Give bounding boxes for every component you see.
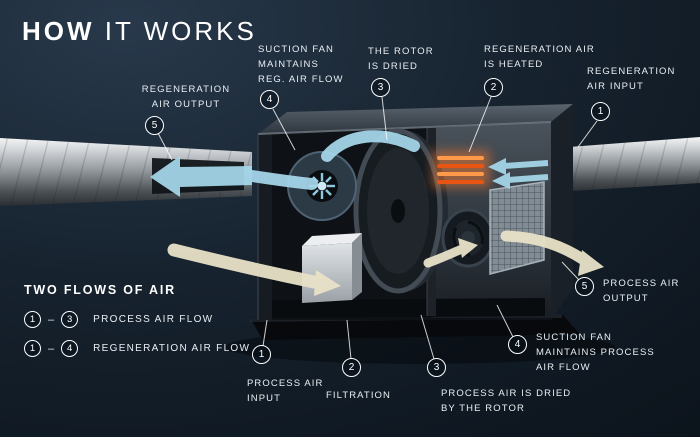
title-word-how: HOW	[22, 16, 95, 46]
legend-label-regeneration: REGENERATION AIR FLOW	[93, 343, 251, 354]
badge-filtration-2: 2	[342, 358, 361, 377]
heater	[432, 150, 490, 188]
label-process-air-output: PROCESS AIR OUTPUT	[603, 278, 680, 305]
badge-suction-reg-4: 4	[260, 90, 279, 109]
reg-output-arrow	[150, 156, 252, 197]
desiccant-rotor	[353, 128, 448, 294]
legend-badge-1: 1	[24, 311, 41, 328]
legend-dash: –	[48, 313, 55, 326]
badge-process-output-5: 5	[575, 277, 594, 296]
badge-rotor-dried-3: 3	[371, 78, 390, 97]
label-rotor-is-dried: THE ROTOR IS DRIED	[368, 46, 434, 73]
leader-lines	[157, 96, 598, 360]
label-regeneration-air-input: REGENERATION AIR INPUT	[587, 66, 676, 93]
label-process-air-dried: PROCESS AIR IS DRIED BY THE ROTOR	[441, 388, 572, 415]
legend-title: TWO FLOWS OF AIR	[24, 283, 176, 297]
badge-reg-input-1: 1	[591, 102, 610, 121]
badge-process-input-1: 1	[252, 345, 271, 364]
cabinet-right-side	[551, 104, 573, 320]
cabinet-left-wall	[258, 133, 272, 320]
regeneration-air-flow-arrows	[150, 130, 549, 197]
badge-suction-process-4: 4	[508, 335, 527, 354]
title-words-it-works: IT WORKS	[104, 16, 257, 46]
regeneration-fan	[287, 151, 357, 221]
air-filter	[489, 181, 545, 275]
label-suction-fan-process: SUCTION FAN MAINTAINS PROCESS AIR FLOW	[536, 332, 655, 374]
badge-air-heated-2: 2	[484, 78, 503, 97]
right-duct	[556, 137, 700, 192]
legend-badge-4: 4	[61, 340, 79, 357]
label-suction-fan-reg: SUCTION FAN MAINTAINS REG. AIR FLOW	[258, 44, 344, 86]
legend-badge-1b: 1	[24, 340, 41, 357]
process-output-arrow	[578, 250, 604, 276]
interior-floor	[272, 298, 545, 318]
badge-process-dried-3: 3	[427, 358, 446, 377]
label-regeneration-air-heated: REGENERATION AIR IS HEATED	[484, 44, 595, 71]
legend-badge-3: 3	[61, 311, 79, 328]
label-filtration: FILTRATION	[326, 390, 392, 401]
label-process-air-input: PROCESS AIR INPUT	[247, 378, 324, 405]
legend-dash-2: –	[48, 342, 55, 355]
label-regeneration-air-output: REGENERATION AIR OUTPUT	[141, 84, 231, 111]
legend-row-regeneration: 1 – 4 REGENERATION AIR FLOW	[24, 340, 250, 357]
process-input-arrow	[314, 270, 341, 296]
process-air-flow-arrows	[167, 230, 604, 296]
legend-label-process: PROCESS AIR FLOW	[93, 314, 214, 325]
badge-reg-output-5: 5	[145, 116, 164, 135]
page-title: HOW IT WORKS	[22, 16, 257, 47]
cabinet-top	[258, 104, 573, 134]
electrical-box	[302, 233, 362, 303]
legend-row-process: 1 – 3 PROCESS AIR FLOW	[24, 311, 213, 328]
